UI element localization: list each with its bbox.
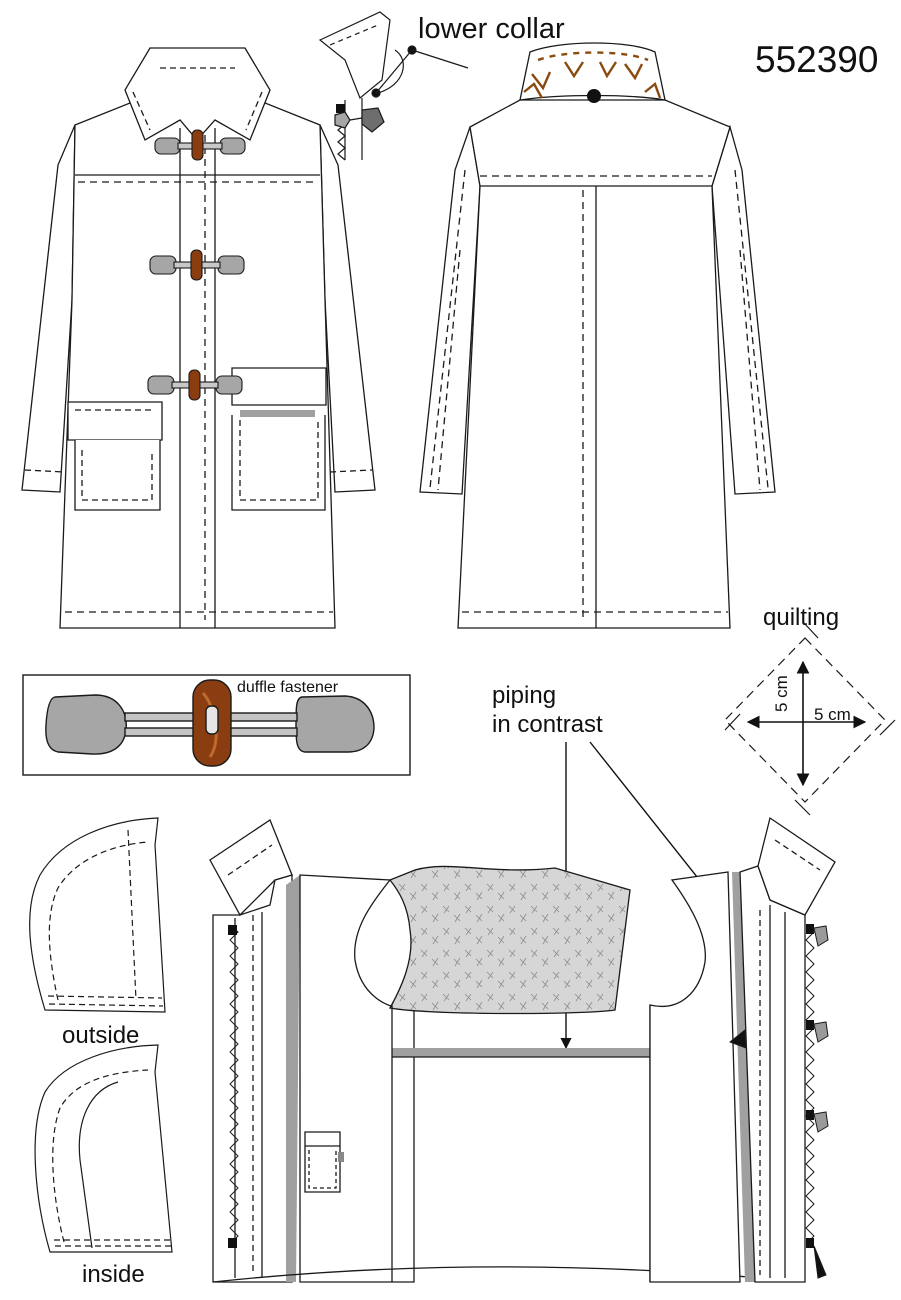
duffle-fastener-detail [22,674,411,776]
pattern-number: 552390 [755,39,878,80]
coat-front-view [21,47,376,629]
piping-label-line2: in contrast [492,711,603,738]
coat-inside-view [209,816,836,1283]
collar-piece-outside [29,817,166,1013]
piping-label-line1: piping [492,682,556,709]
lower-collar-detail [318,11,469,161]
duffle-fastener-label: duffle fastener [237,679,339,696]
front-toggle-fasteners [147,129,246,401]
coat-back-view [419,42,776,629]
inside-label: inside [82,1261,145,1288]
inside-toggle-tabs [729,924,829,1279]
collar-piece-inside [34,1044,173,1253]
toggle-fastener-2 [149,249,245,281]
quilting-height-label: 5 cm [772,675,791,712]
quilting-width-label: 5 cm [814,705,851,724]
outside-label: outside [62,1022,139,1049]
quilting-diagram [724,623,896,816]
toggle-fastener-3 [147,369,243,401]
toggle-fastener-1 [154,129,246,161]
lower-collar-label: lower collar [418,13,565,45]
quilting-label: quilting [763,604,839,631]
